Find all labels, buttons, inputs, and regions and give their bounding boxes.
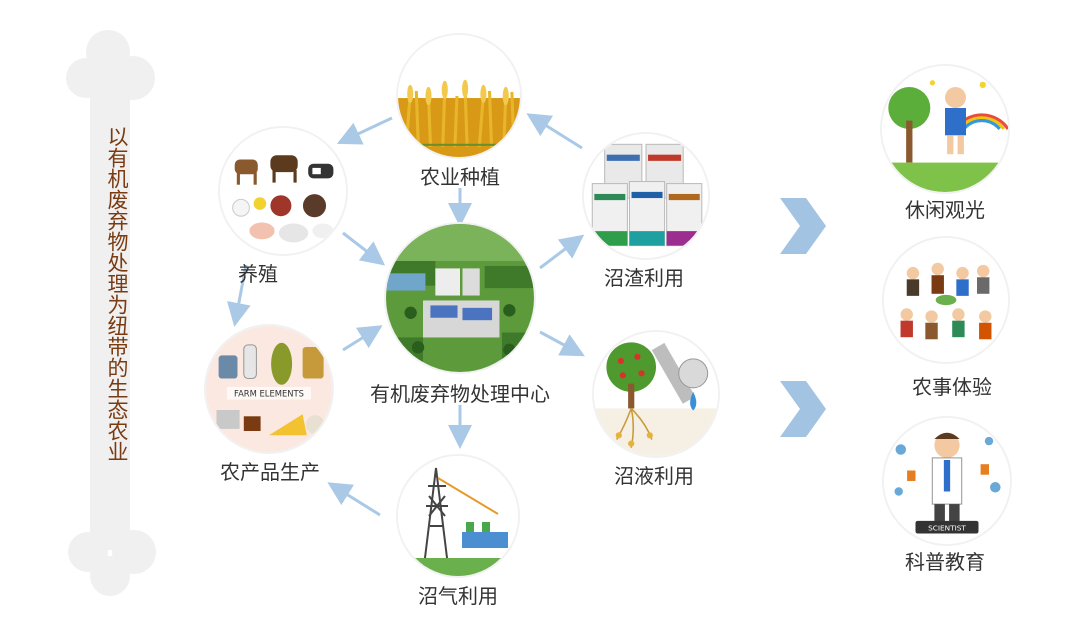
liquid-image: [594, 332, 718, 456]
leisure-image: [882, 66, 1008, 192]
bone-shape-decoration: [66, 30, 156, 596]
node-label-biogas: 沼气利用: [418, 584, 498, 608]
arrow-breeding-to-center: [342, 231, 386, 266]
node-label-residue: 沼渣利用: [604, 266, 684, 290]
main-title: 以有机废弃物处理为纽带的生态农业: [105, 126, 129, 462]
arrow-residue-to-planting: [526, 113, 583, 150]
node-label-products: 农产品生产: [220, 460, 320, 484]
node-label-breeding: 养殖: [238, 262, 278, 286]
outcome-label-farming: 农事体验: [912, 375, 992, 399]
products-image: FARM ELEMENTS: [206, 326, 332, 452]
residue-image: [584, 134, 708, 258]
farm-elements-text: FARM ELEMENTS: [234, 388, 304, 398]
scientist-text: SCIENTIST: [928, 523, 966, 532]
chevron-right-icon: [780, 381, 826, 437]
node-label-planting: 农业种植: [420, 165, 500, 189]
breeding-image: [220, 128, 346, 254]
outcome-label-leisure: 休闲观光: [905, 198, 985, 222]
arrow-biogas-to-products: [327, 482, 381, 517]
science-image: SCIENTIST: [884, 418, 1010, 544]
arrow-center-to-liquid: [539, 330, 585, 357]
arrow-breeding-to-products: [226, 264, 251, 327]
farming-image: [884, 238, 1008, 362]
arrow-center-to-residue: [539, 234, 585, 270]
node-label-center: 有机废弃物处理中心: [370, 382, 550, 406]
arrow-planting-to-breeding: [336, 116, 393, 145]
biogas-image: [398, 456, 518, 576]
center-image: [386, 224, 534, 372]
arrow-products-to-center: [342, 325, 383, 352]
outcome-label-science: 科普教育: [905, 550, 985, 574]
node-label-liquid: 沼液利用: [614, 464, 694, 488]
chevron-right-icon: [780, 198, 826, 254]
planting-image: [398, 35, 520, 157]
